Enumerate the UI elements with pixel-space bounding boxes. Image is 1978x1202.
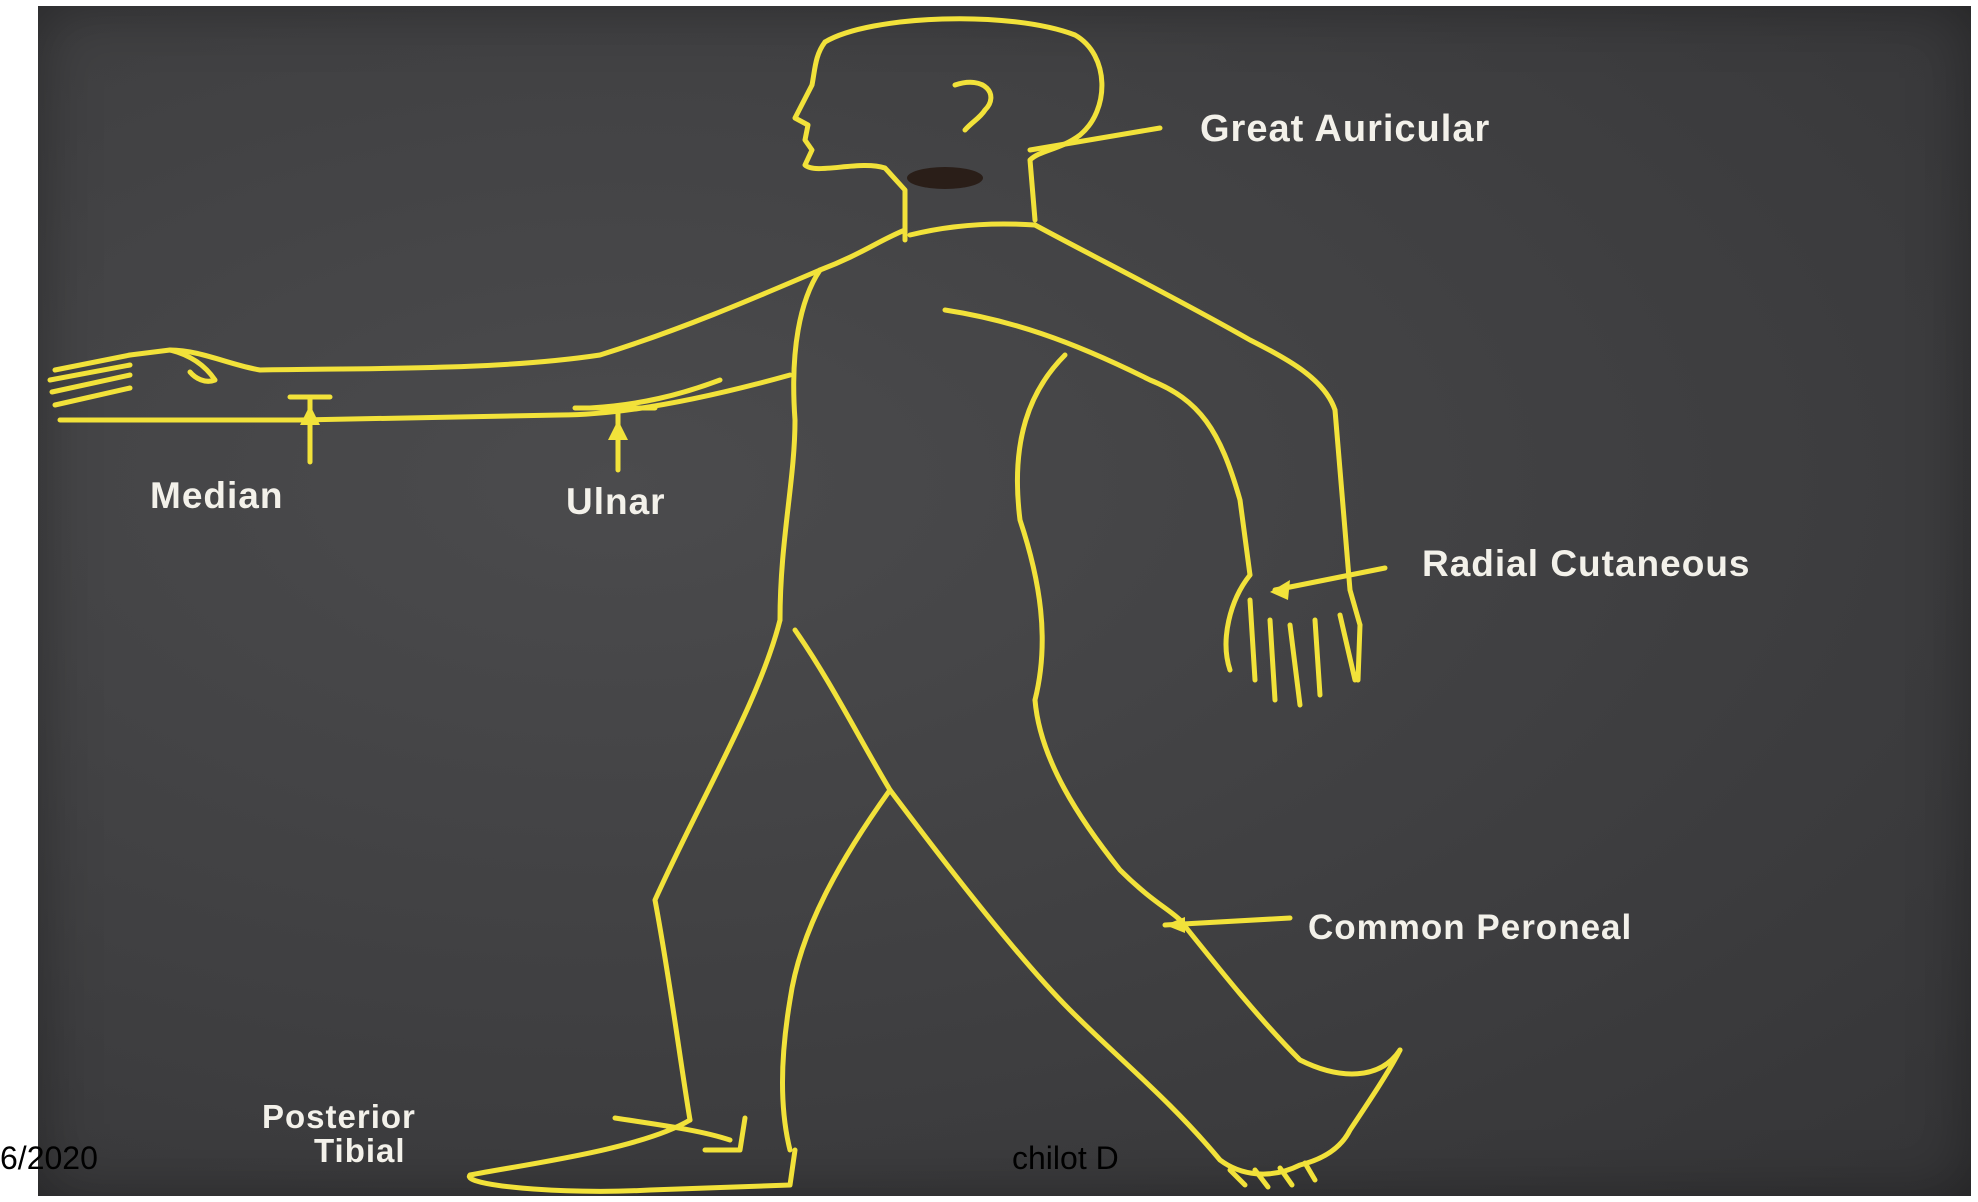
radial-cutaneous-pointer (1275, 568, 1385, 590)
front-leg-back (783, 630, 891, 1150)
peroneal-arrowhead (1165, 917, 1185, 933)
torso-back (1035, 225, 1335, 410)
median-label: Median (150, 475, 283, 517)
inner-arm-line (1017, 355, 1065, 700)
back-arm-outer (1335, 410, 1360, 625)
hand-fingers (50, 355, 140, 420)
great-auricular-label: Great Auricular (1200, 108, 1490, 151)
torso-front (780, 270, 820, 620)
back-leg-back (890, 790, 1400, 1174)
neck-line (820, 230, 905, 270)
ulnar-label: Ulnar (566, 481, 666, 523)
face-outline (795, 42, 905, 240)
back-leg-front (1035, 700, 1400, 1074)
neck-mark (907, 167, 983, 189)
back-arm-inner (945, 310, 1250, 575)
common-peroneal-label: Common Peroneal (1308, 908, 1632, 948)
footer-author: chilot D (1012, 1140, 1119, 1177)
radial-cutaneous-label: Radial Cutaneous (1422, 543, 1751, 585)
shoulder-line (910, 224, 1035, 235)
back-hand (1226, 575, 1360, 705)
posterior-tibial-label-line2: Tibial (314, 1132, 406, 1170)
posterior-tibial-label-line1: Posterior (262, 1098, 416, 1136)
median-arrowhead (300, 405, 320, 425)
front-foot (469, 1120, 795, 1191)
arm-upper-edge (130, 270, 820, 370)
footer-date: 6/2020 (0, 1140, 98, 1177)
ulnar-arrowhead (608, 420, 628, 440)
head-outline (825, 19, 1102, 220)
arm-lower-edge (140, 375, 790, 420)
front-leg-front (655, 620, 780, 1120)
ear (955, 82, 991, 130)
great-auricular-pointer (1030, 128, 1160, 150)
